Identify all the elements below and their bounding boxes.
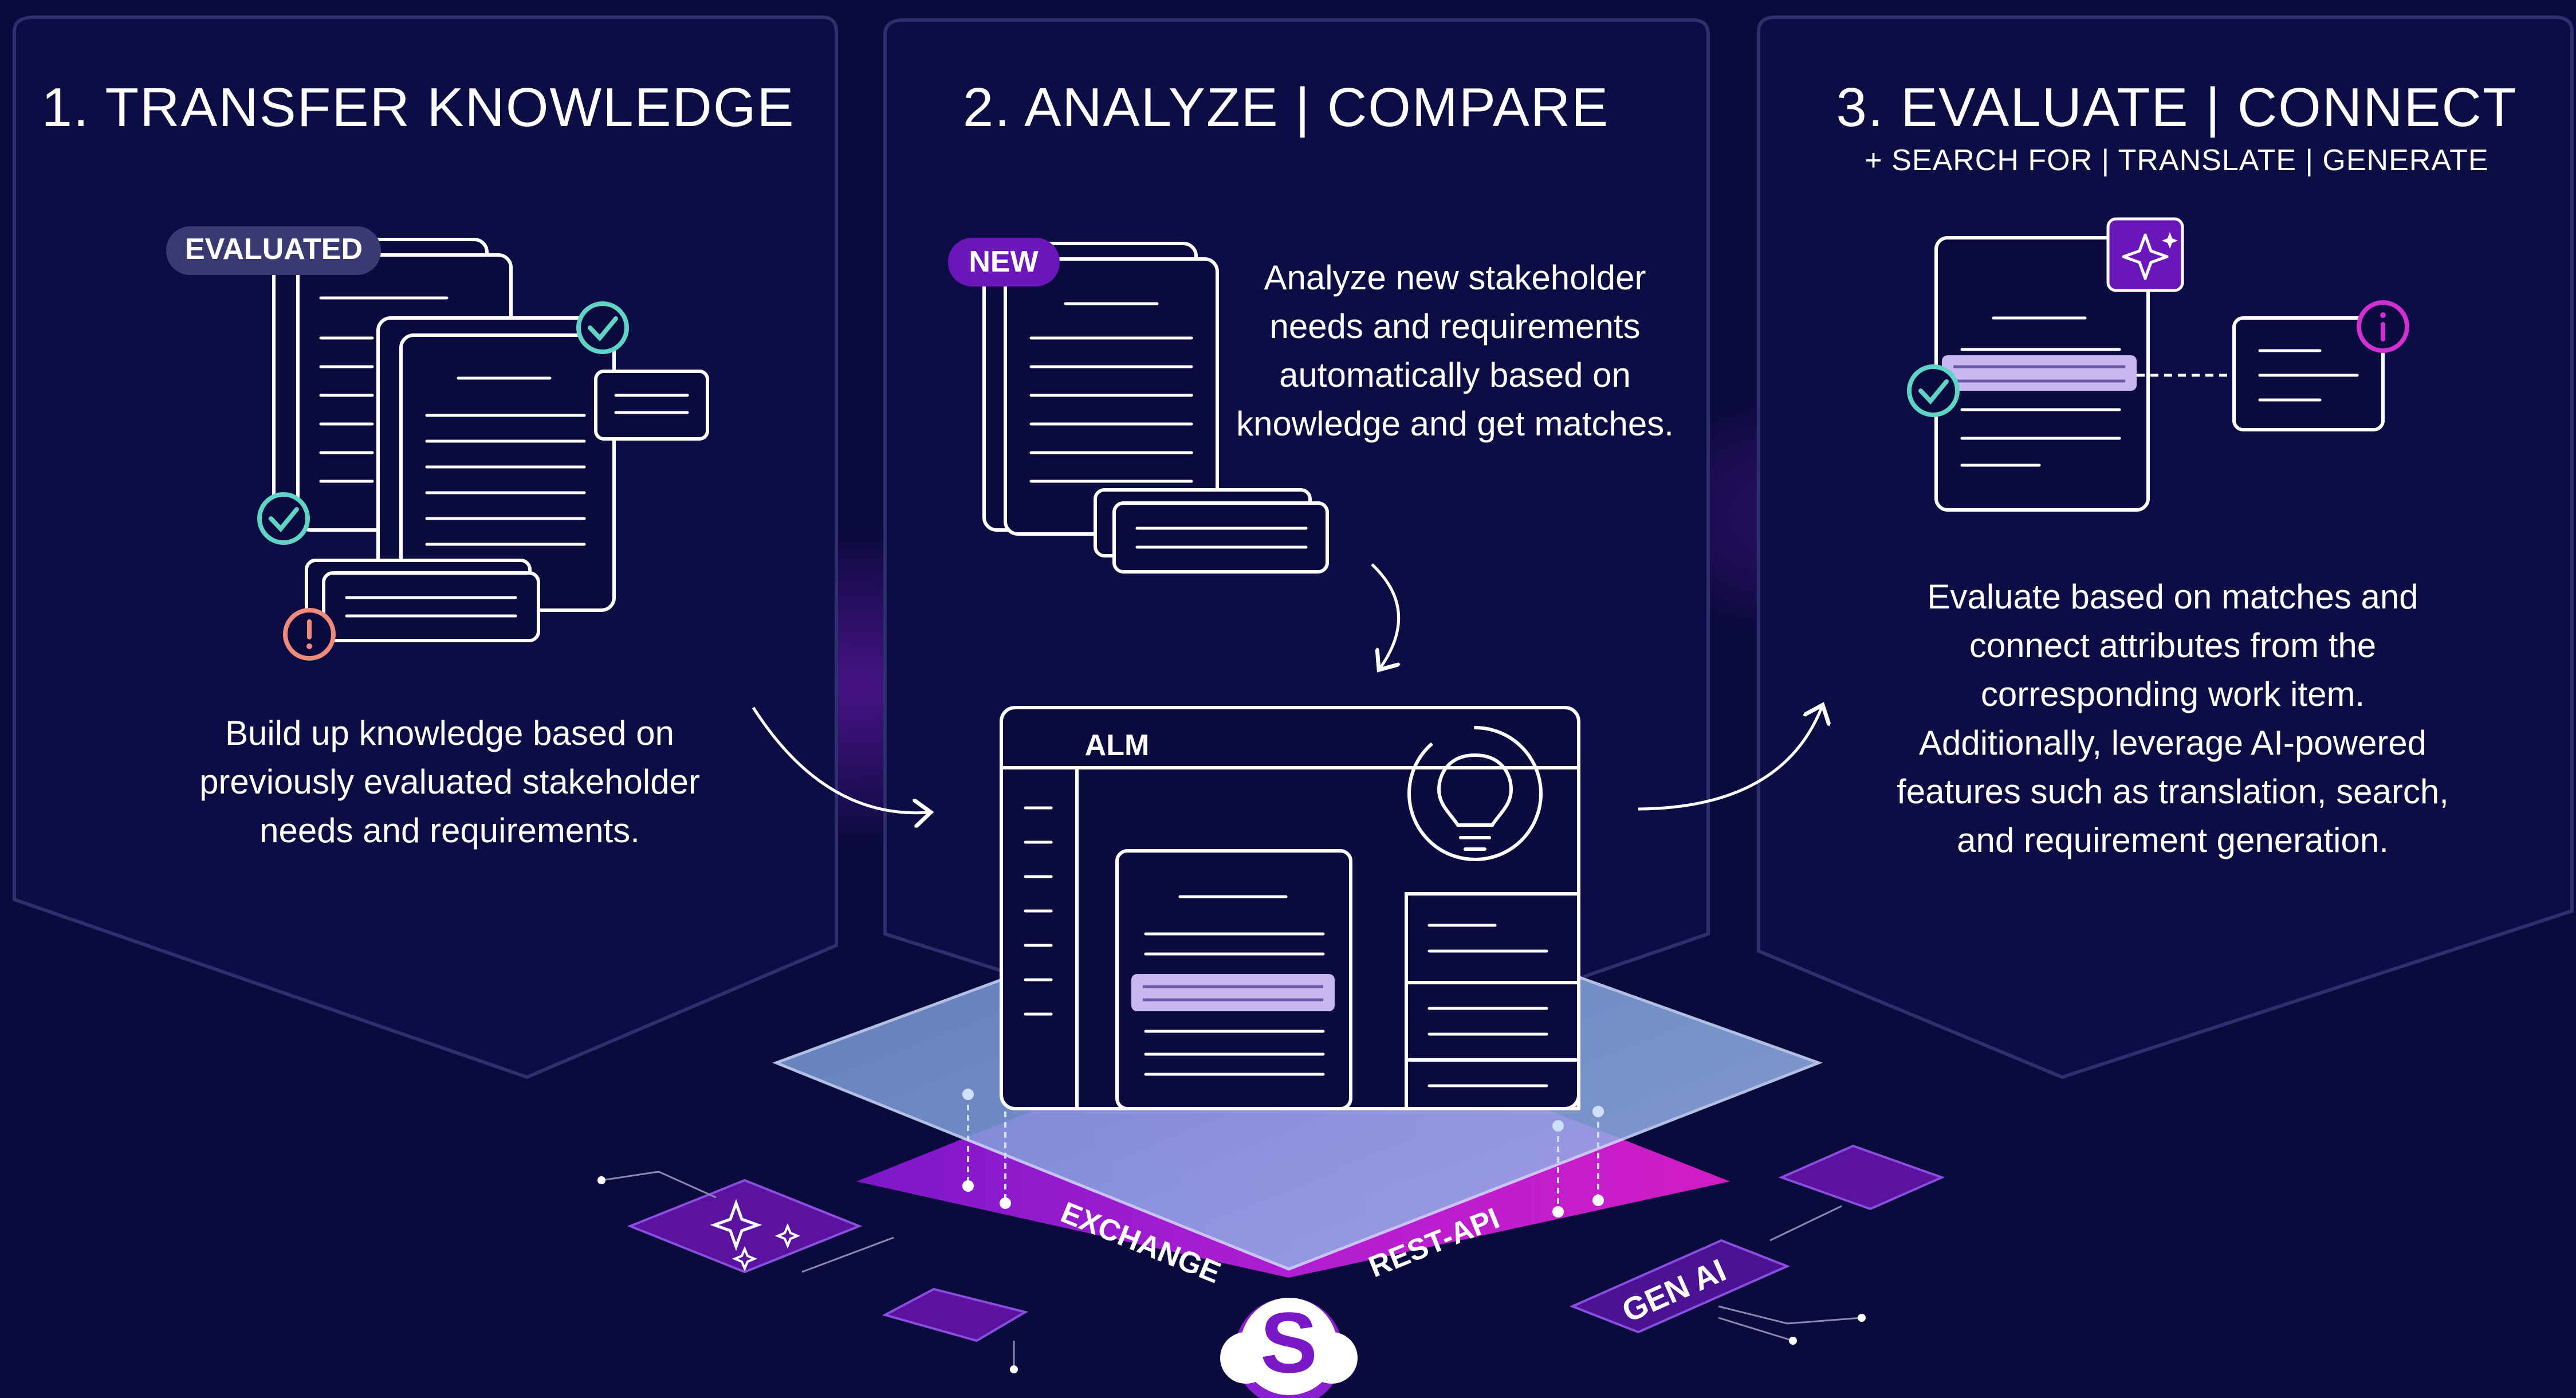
panel-body-1: Build up knowledge based on previously e… bbox=[199, 714, 700, 850]
evaluated-documents-illustration: EVALUATED bbox=[166, 226, 709, 661]
check-icon bbox=[257, 492, 310, 545]
gen-ai-tile: GEN AI bbox=[1569, 1239, 1866, 1345]
arrow-from-alm bbox=[1638, 708, 1822, 811]
svg-text:previously evaluated stakehold: previously evaluated stakeholder bbox=[199, 763, 700, 801]
svg-text:and requirement generation.: and requirement generation. bbox=[1957, 821, 2389, 859]
svg-text:Analyze new stakeholder: Analyze new stakeholder bbox=[1264, 258, 1646, 297]
blank-tile bbox=[882, 1287, 1029, 1373]
svg-text:connect attributes from the: connect attributes from the bbox=[1969, 626, 2376, 665]
check-icon bbox=[1907, 364, 1960, 417]
info-icon bbox=[2357, 300, 2409, 353]
new-badge-label: NEW bbox=[969, 245, 1039, 278]
stars-icon bbox=[710, 1199, 801, 1272]
svg-text:knowledge and get matches.: knowledge and get matches. bbox=[1236, 405, 1674, 443]
logo-letter: S bbox=[1260, 1294, 1318, 1391]
alm-label: ALM bbox=[1085, 729, 1150, 762]
panel-subtitle-3: + SEARCH FOR | TRANSLATE | GENERATE bbox=[1865, 144, 2488, 177]
new-badge bbox=[948, 238, 1060, 286]
sparkle-icon bbox=[2106, 217, 2184, 292]
panel-title-2: 2. ANALYZE | COMPARE bbox=[963, 77, 1609, 138]
panel-body-3: Evaluate based on matches and connect at… bbox=[1897, 578, 2449, 859]
svg-text:features such as translation,: features such as translation, search, bbox=[1897, 772, 2449, 811]
panel-title-1: 1. TRANSFER KNOWLEDGE bbox=[41, 77, 795, 138]
stars-tile bbox=[597, 1171, 894, 1274]
svg-text:corresponding work item.: corresponding work item. bbox=[1981, 675, 2365, 713]
check-icon bbox=[576, 301, 629, 354]
lightbulb-icon bbox=[1407, 726, 1543, 861]
svg-text:Build up knowledge based on: Build up knowledge based on bbox=[225, 714, 674, 752]
svg-text:automatically based on: automatically based on bbox=[1279, 356, 1631, 394]
svg-text:needs and requirements: needs and requirements bbox=[1269, 307, 1640, 345]
panel-body-2: Analyze new stakeholder needs and requir… bbox=[1236, 258, 1674, 443]
warning-icon bbox=[283, 608, 336, 661]
panel-title-3: 3. EVALUATE | CONNECT bbox=[1836, 77, 2518, 138]
arrow-to-alm bbox=[752, 706, 928, 813]
new-documents-illustration: NEW bbox=[948, 238, 1329, 574]
arrow-down-to-alm bbox=[1371, 563, 1399, 667]
alm-match-highlight bbox=[1131, 974, 1335, 1011]
s-logo: S bbox=[1220, 1294, 1358, 1398]
evaluated-badge bbox=[166, 226, 381, 275]
svg-text:Evaluate based on matches and: Evaluate based on matches and bbox=[1927, 578, 2418, 616]
alm-window: ALM bbox=[1000, 706, 1580, 1110]
svg-text:Additionally, leverage AI-powe: Additionally, leverage AI-powered bbox=[1919, 724, 2426, 762]
evaluate-connect-illustration bbox=[1907, 217, 2409, 512]
matched-requirement-highlight bbox=[1942, 355, 2137, 391]
svg-text:needs and requirements.: needs and requirements. bbox=[259, 811, 640, 850]
evaluated-badge-label: EVALUATED bbox=[185, 233, 363, 266]
blank-tile-right bbox=[1769, 1144, 1945, 1242]
